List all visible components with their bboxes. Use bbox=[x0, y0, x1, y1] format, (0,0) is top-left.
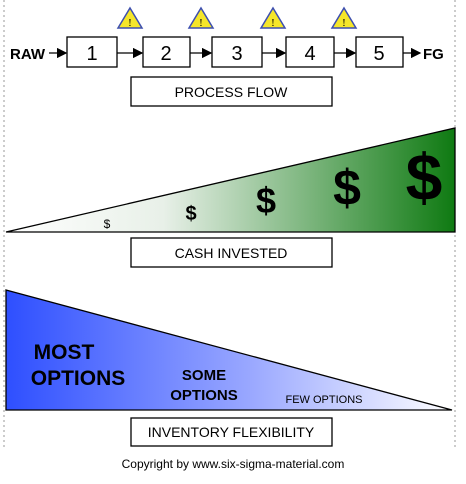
process-step-label: 5 bbox=[373, 43, 384, 65]
dollar-symbol: $ bbox=[185, 203, 196, 225]
inventory-flexibility-caption: INVENTORY FLEXIBILITY bbox=[148, 424, 315, 440]
process-step-label: 4 bbox=[304, 43, 315, 65]
most-options-line2: OPTIONS bbox=[31, 367, 126, 390]
svg-text:!: ! bbox=[199, 17, 203, 29]
some-options-line1: SOME bbox=[182, 367, 226, 384]
dollar-symbol: $ bbox=[333, 160, 361, 216]
cash-invested-caption: CASH INVESTED bbox=[175, 245, 288, 261]
dollar-symbol: $ bbox=[256, 180, 276, 221]
process-step-label: 2 bbox=[160, 43, 171, 65]
process-step-box bbox=[142, 36, 191, 68]
fg-label: FG bbox=[423, 46, 444, 63]
process-step-label: 3 bbox=[231, 43, 242, 65]
process-step-box bbox=[285, 36, 335, 68]
dollar-symbol: $ bbox=[406, 140, 443, 214]
svg-text:!: ! bbox=[128, 17, 132, 29]
triangle-i-icon: ! bbox=[330, 6, 358, 29]
inventory-flexibility-caption-box bbox=[130, 417, 333, 447]
svg-text:!: ! bbox=[342, 17, 346, 29]
few-options-label: FEW OPTIONS bbox=[286, 394, 363, 406]
some-options-line2: OPTIONS bbox=[170, 387, 238, 404]
svg-text:!: ! bbox=[271, 17, 275, 29]
cash-invested-caption-box bbox=[130, 237, 333, 268]
process-step-box bbox=[66, 36, 118, 68]
dollar-symbol: $ bbox=[104, 217, 111, 231]
copyright-text: Copyright by www.six-sigma-material.com bbox=[121, 457, 345, 471]
options-wedge bbox=[5, 289, 453, 411]
triangle-i-icon: ! bbox=[116, 6, 144, 29]
most-options-line1: MOST bbox=[34, 341, 95, 364]
process-step-label: 1 bbox=[86, 43, 97, 65]
process-step-box bbox=[355, 36, 404, 68]
cash-invested-wedge bbox=[5, 127, 456, 233]
process-flow-caption-box bbox=[130, 76, 333, 107]
triangle-i-icon: ! bbox=[259, 6, 287, 29]
process-flow-caption: PROCESS FLOW bbox=[175, 84, 289, 100]
triangle-i-icon: ! bbox=[187, 6, 215, 29]
raw-label: RAW bbox=[10, 46, 46, 63]
process-step-box bbox=[211, 36, 263, 68]
